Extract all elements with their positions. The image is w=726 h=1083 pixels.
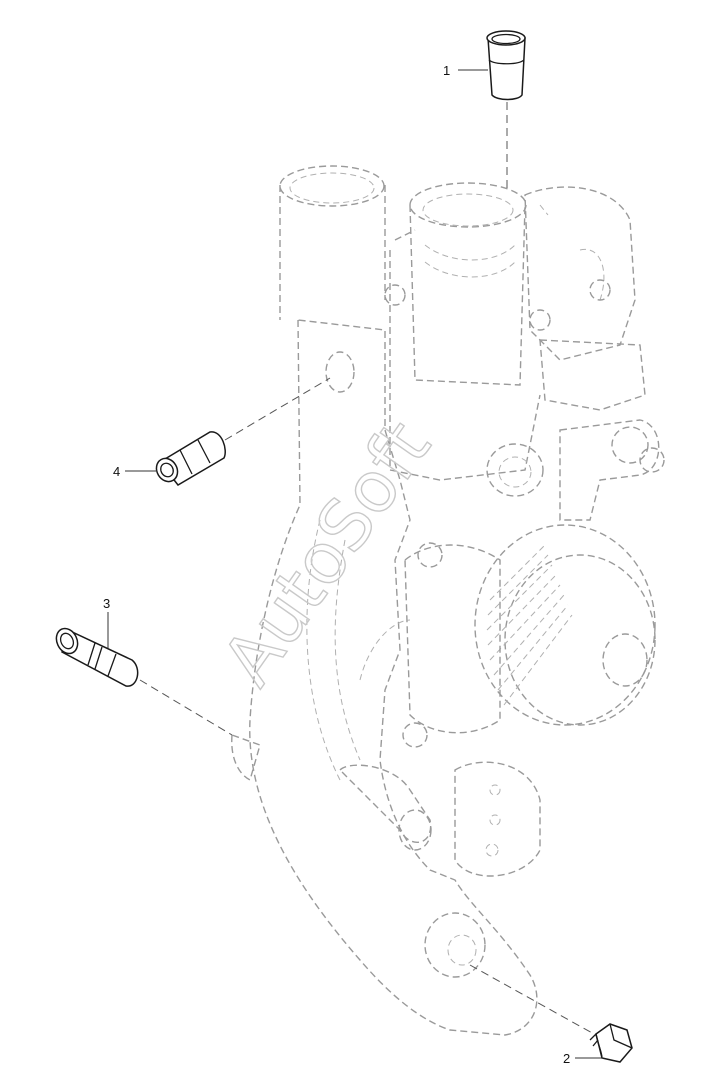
callout-2-axis [469,964,595,1035]
callout-4-axis [224,377,331,441]
rear-housing-block [524,186,636,361]
lower-hub [454,761,541,877]
part-1-sleeve: 1 [443,30,526,190]
side-flange [539,339,646,411]
callout-3-label: 3 [103,596,110,611]
drain-boss [424,912,486,978]
left-outlet-rim [279,165,385,207]
thermostat-outlet-rim [409,182,527,228]
pump-housing-assembly [231,165,665,1036]
watermark: AutoSoft [207,406,447,699]
thermostat-housing [409,204,526,386]
mid-bolt [417,542,443,568]
port-3-stub [231,734,261,782]
callout-3-axis [139,679,233,736]
belt-pulley [474,524,656,726]
left-outlet-pipe [279,185,386,320]
part-3-tube: 3 [55,596,233,736]
callout-2-label: 2 [563,1051,570,1066]
pump-body-lower [404,544,501,734]
part-2-plug: 2 [469,964,633,1066]
port-4-bore [325,351,355,393]
upper-bolt [384,284,406,306]
callout-4-label: 4 [113,464,120,479]
lower-port-boss [339,764,432,843]
tensioner-arm [559,419,660,521]
side-port-boss [486,443,544,497]
manifold-body-outline [249,319,538,1036]
part-4-fitting: 4 [113,377,331,486]
callout-1-label: 1 [443,63,450,78]
